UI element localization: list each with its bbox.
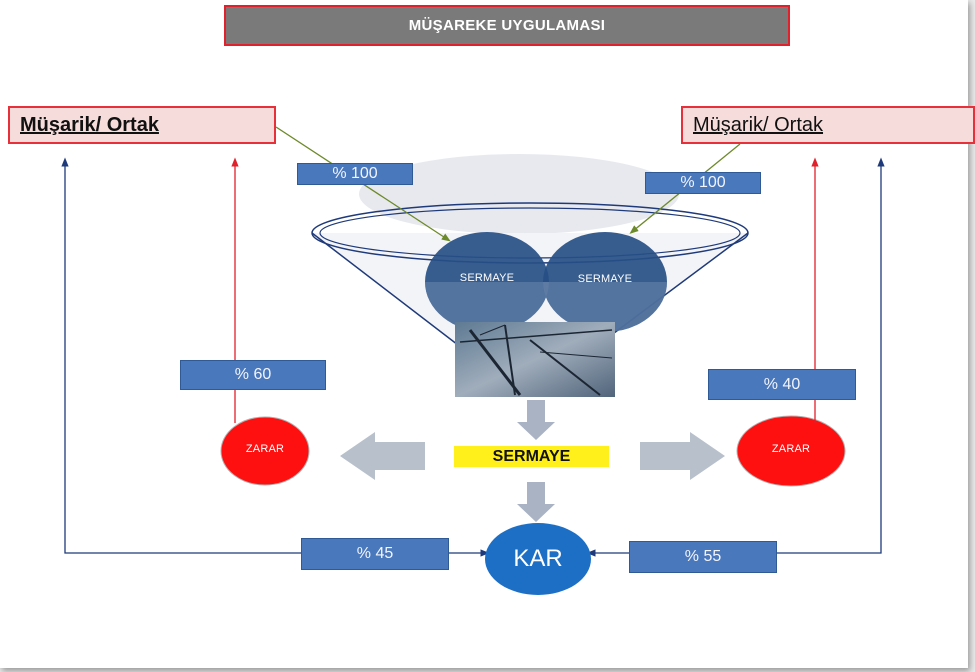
profit-label: KAR [513,545,563,572]
loss-share-right: % 40 [708,369,856,400]
profit-share-left: % 45 [301,538,449,570]
arrow-left-zarar [340,432,425,480]
partner-right-label: Müşarik/ Ortak [681,106,975,144]
loss-circle-right-label: ZARAR [771,443,811,455]
center-capital-label: SERMAYE [454,446,609,467]
profit-share-right: % 55 [629,541,777,573]
capital-share-right: % 100 [645,172,761,194]
arrow-down-kar [517,482,555,522]
construction-crane-photo [455,322,615,397]
capital-circle-right-label: SERMAYE [577,273,633,285]
capital-share-left: % 100 [297,163,413,185]
profit-circle: KAR [485,523,591,595]
loss-circle-left-label: ZARAR [245,443,285,455]
partner-left-label: Müşarik/ Ortak [8,106,276,144]
arrow-right-zarar [640,432,725,480]
loss-share-left: % 60 [180,360,326,390]
capital-circle-left-label: SERMAYE [459,272,515,284]
arrow-down-photo [517,400,555,440]
page-title: MÜŞAREKE UYGULAMASI [224,5,790,46]
